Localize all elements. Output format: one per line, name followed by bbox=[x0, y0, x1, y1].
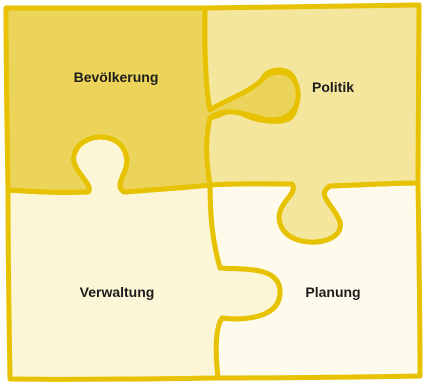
label-planung: Planung bbox=[305, 284, 360, 300]
puzzle-piece-bevoelkerung bbox=[3, 5, 301, 195]
label-bevoelkerung: Bevölkerung bbox=[74, 69, 159, 85]
label-verwaltung: Verwaltung bbox=[80, 284, 155, 300]
label-politik: Politik bbox=[312, 79, 354, 95]
